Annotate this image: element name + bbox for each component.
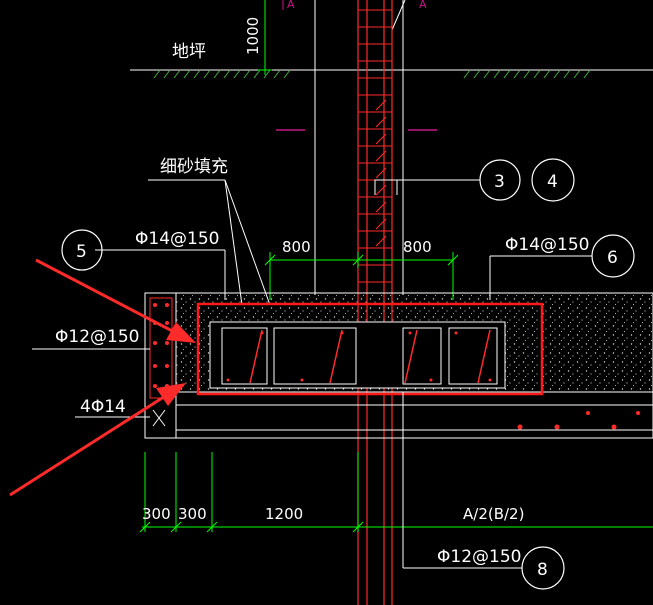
callout-3: 3 (479, 159, 521, 201)
bottom-dimension-line (139, 452, 653, 533)
bottom-dimension-1: 300 (142, 505, 171, 523)
left-beam-rebar (153, 303, 169, 388)
ground-label: 地坪 (172, 42, 206, 62)
top-dimension-right: 800 (403, 238, 432, 256)
rebar-top-right-label: Φ14@150 (505, 235, 589, 255)
top-dimension-left: 800 (282, 238, 311, 256)
callout-8-label: 8 (537, 560, 548, 580)
highlight-box (196, 302, 544, 396)
section-mark-left: A (287, 0, 295, 11)
callout-6-label: 6 (607, 248, 618, 268)
section-mark-right: A (419, 0, 427, 11)
bottom-dimension-2: 300 (178, 505, 207, 523)
vertical-dimension-label: 1000 (244, 17, 262, 55)
vertical-dimension (258, 0, 272, 75)
fill-label: 细砂填充 (160, 157, 228, 177)
rebar-bottom-label: Φ12@150 (437, 547, 521, 567)
callout-4: 4 (531, 158, 575, 202)
callout-6: 6 (591, 234, 635, 278)
rebar-left-label: Φ12@150 (55, 327, 139, 347)
rebar-bottom-left-label: 4Φ14 (80, 397, 126, 417)
red-arrows (9, 258, 196, 497)
rebar-top-left-label: Φ14@150 (135, 229, 219, 249)
callout-4-label: 4 (547, 172, 558, 192)
top-dimension-line (264, 252, 459, 300)
footing-outline (144, 292, 653, 439)
chamber-diagonal-rebar (249, 329, 491, 384)
wall-outline (314, 0, 404, 295)
inner-chambers (209, 321, 506, 389)
bottom-rebar-dots (517, 411, 640, 430)
bottom-dimension-3: 1200 (265, 505, 303, 523)
bottom-dimension-4: A/2(B/2) (463, 505, 524, 523)
callout-8: 8 (521, 546, 565, 590)
callout-5: 5 (61, 229, 103, 271)
callout-5-label: 5 (76, 242, 87, 262)
callout-3-label: 3 (494, 172, 505, 192)
